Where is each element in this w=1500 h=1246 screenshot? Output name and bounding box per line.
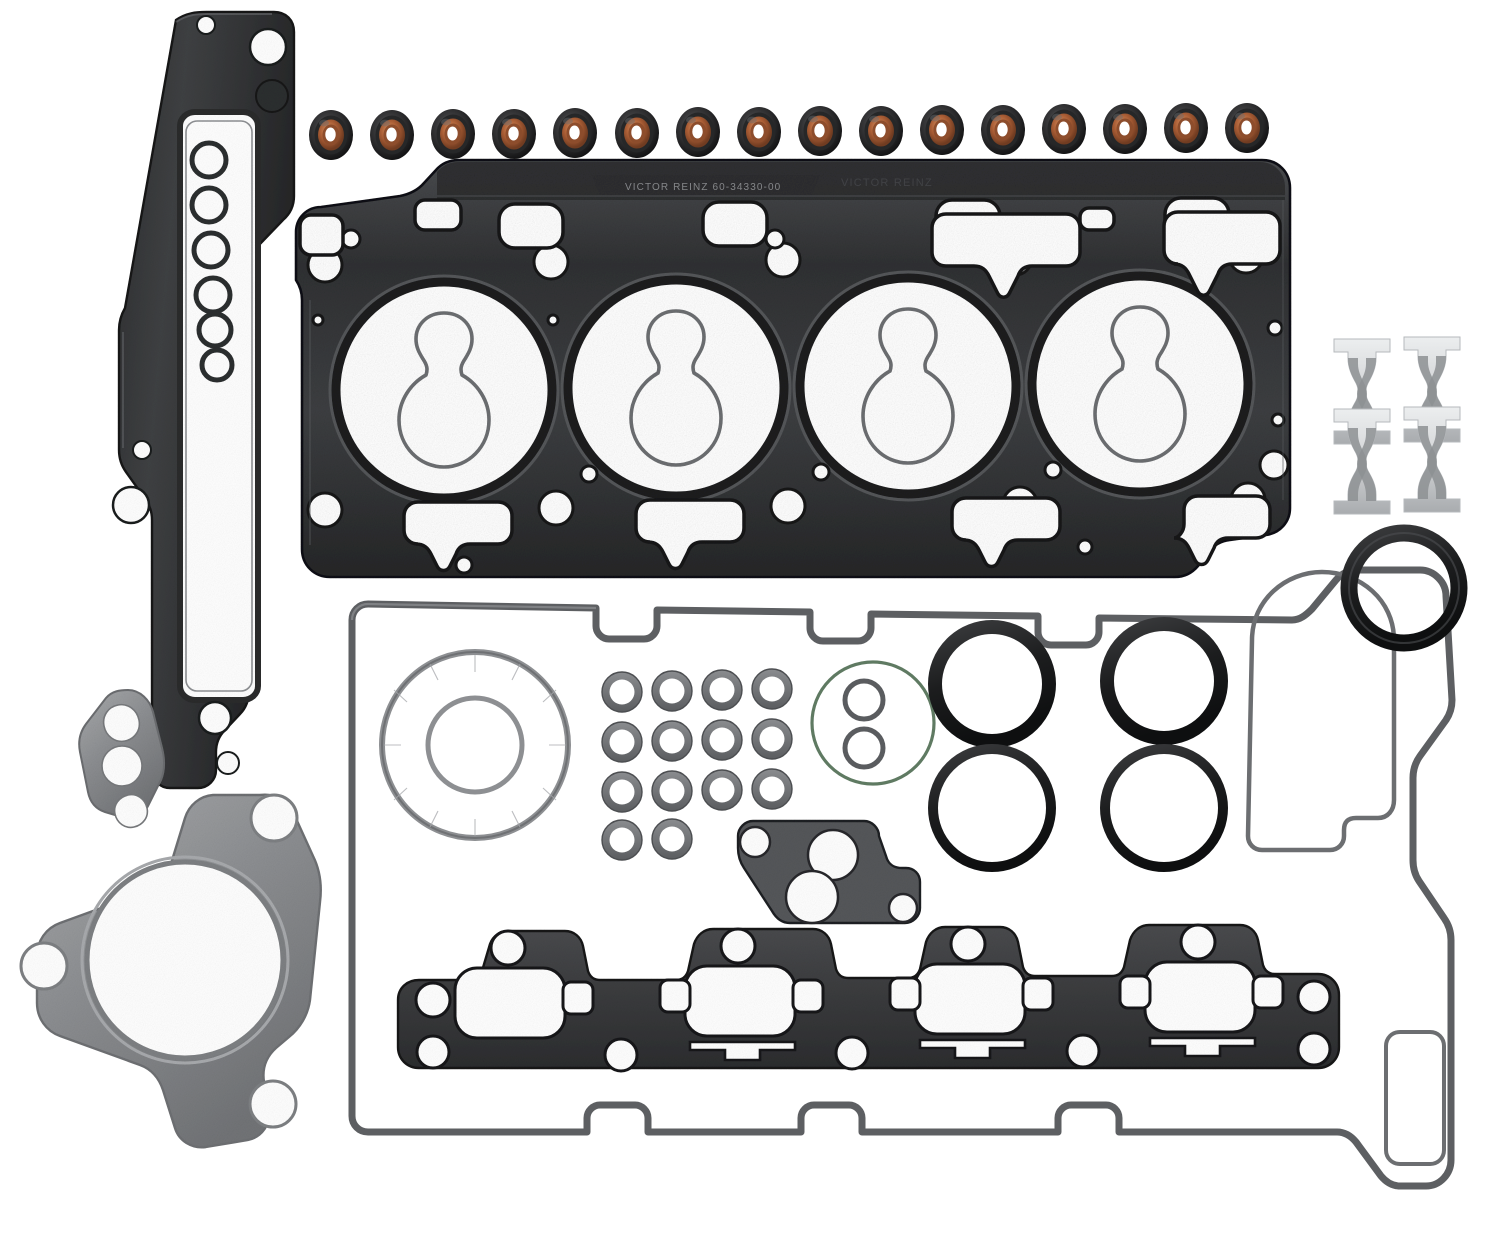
manifold-gasket	[396, 923, 1341, 1073]
relief-cutouts-upper	[930, 210, 1282, 299]
lower-bead-detail	[1384, 1030, 1446, 1166]
cam-cover-gasket	[111, 10, 296, 790]
gasket-brand-emboss: VICTOR REINZ	[841, 177, 933, 189]
cylinder-head-gasket: VICTOR REINZ 60-34330-00 VICTOR REINZ	[294, 158, 1292, 579]
manifold-bolt-holes	[414, 923, 1332, 1073]
gasket-marking-area: VICTOR REINZ 60-34330-00 VICTOR REINZ	[592, 175, 933, 195]
manifold-side-ports	[561, 974, 1285, 1016]
cam-bearing-holes	[189, 140, 235, 383]
gasket-part-number: VICTOR REINZ 60-34330-00	[625, 182, 781, 193]
cam-end-seal-oring	[1340, 524, 1468, 652]
large-orings	[928, 617, 1228, 872]
thermostat-bead-gasket	[1245, 569, 1397, 853]
turbo-flange-gasket	[19, 793, 322, 1149]
green-round-seal	[810, 660, 936, 786]
left-edge-cutouts	[298, 213, 345, 257]
manifold-slots	[688, 1036, 1257, 1062]
oil-pump-bracket-gasket	[736, 819, 922, 925]
egr-gasket	[78, 688, 166, 829]
timing-cover-bead-gasket	[348, 566, 1456, 1190]
relief-cutouts	[402, 494, 1272, 573]
exhaust-ring-gasket	[379, 649, 571, 841]
